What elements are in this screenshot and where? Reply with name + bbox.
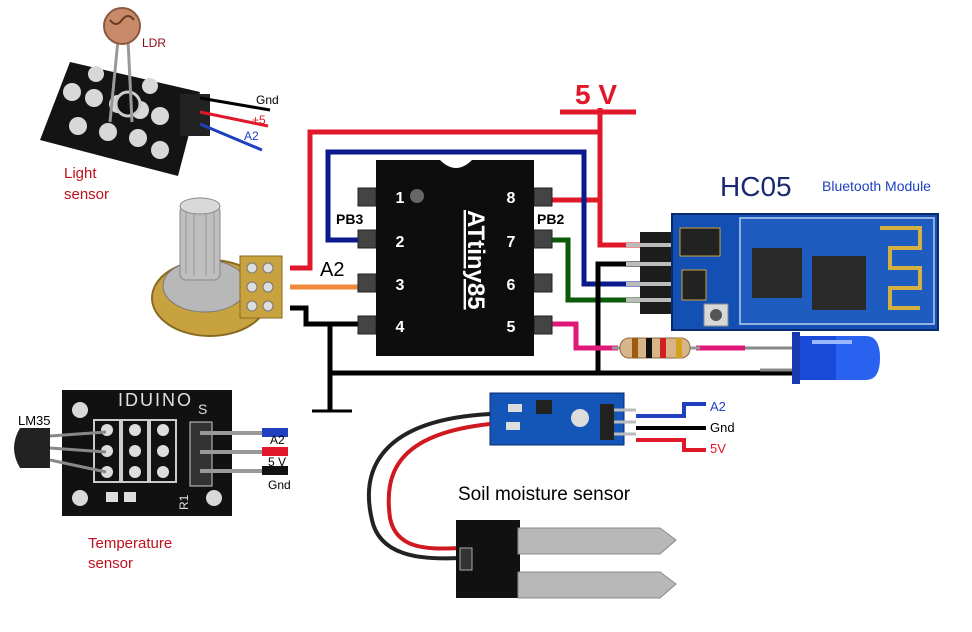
temp-s-label: S [198,401,207,417]
soil-a2-label: A2 [710,399,726,414]
pin-5-label: 5 [507,319,516,336]
lm35-label: LM35 [18,413,51,428]
pin-4-label: 4 [396,319,405,336]
chip-name: ATtiny85 [462,210,489,310]
soil-moisture-module: A2 Gnd 5V Soil moisture sensor [367,392,735,599]
iduino-label: IDUINO [118,390,193,410]
pin-7-label: 7 [507,234,516,251]
ldr-gnd-label: Gnd [256,93,279,107]
ldr-label: LDR [142,36,166,50]
bluetooth-label: Bluetooth Module [822,178,931,194]
light-sensor-label-2: sensor [64,186,109,203]
pin-6-label: 6 [507,277,516,294]
wire-pb3-blue [325,149,640,287]
light-sensor-label-1: Light [64,165,97,182]
blue-led [745,332,880,384]
temperature-label-2: sensor [88,555,133,572]
ldr-photoresistor [103,7,141,45]
wire-gnd-black [290,305,358,327]
pin-3-label: 3 [396,277,405,294]
pin-8-label: 8 [507,190,516,207]
pin1-dot [410,189,424,203]
potentiometer [151,197,283,337]
wire-pb2-green [552,237,640,303]
hc05-module: HC05 Bluetooth Module [626,171,939,331]
pb2-label: PB2 [537,211,564,227]
soil-gnd-label: Gnd [710,420,735,435]
temp-gnd-label: Gnd [268,478,291,492]
pin-2-label: 2 [396,234,405,251]
wire-5v-top [290,108,603,271]
wire-5v-hc05 [597,132,640,248]
five-v-label: 5 V [575,79,617,110]
temp-a2-label: A2 [270,433,285,447]
soil-title: Soil moisture sensor [458,484,631,505]
wires [290,108,792,413]
hc05-label: HC05 [720,171,792,202]
soil-5v-label: 5V [710,441,726,456]
pot-a2-label: A2 [320,259,344,281]
temperature-label-1: Temperature [88,535,172,552]
ldr-5v-label: +5 [252,113,266,127]
light-sensor-module: LDR Gnd +5 A2 Light sensor [40,7,279,203]
wire-pin5-pink [552,321,618,351]
temp-r1-label: R1 [177,494,191,510]
ldr-a2-label: A2 [244,129,259,143]
attiny85-chip: 1 2 3 4 8 7 6 5 ATtiny85 [357,160,553,356]
pin-1-label: 1 [396,190,405,207]
temp-5v-label: 5 V [268,455,286,469]
temperature-sensor-module: IDUINO S R1 LM35 A2 5 V Gnd Temperature … [14,390,291,572]
pb3-label: PB3 [336,211,363,227]
resistor [612,337,700,359]
